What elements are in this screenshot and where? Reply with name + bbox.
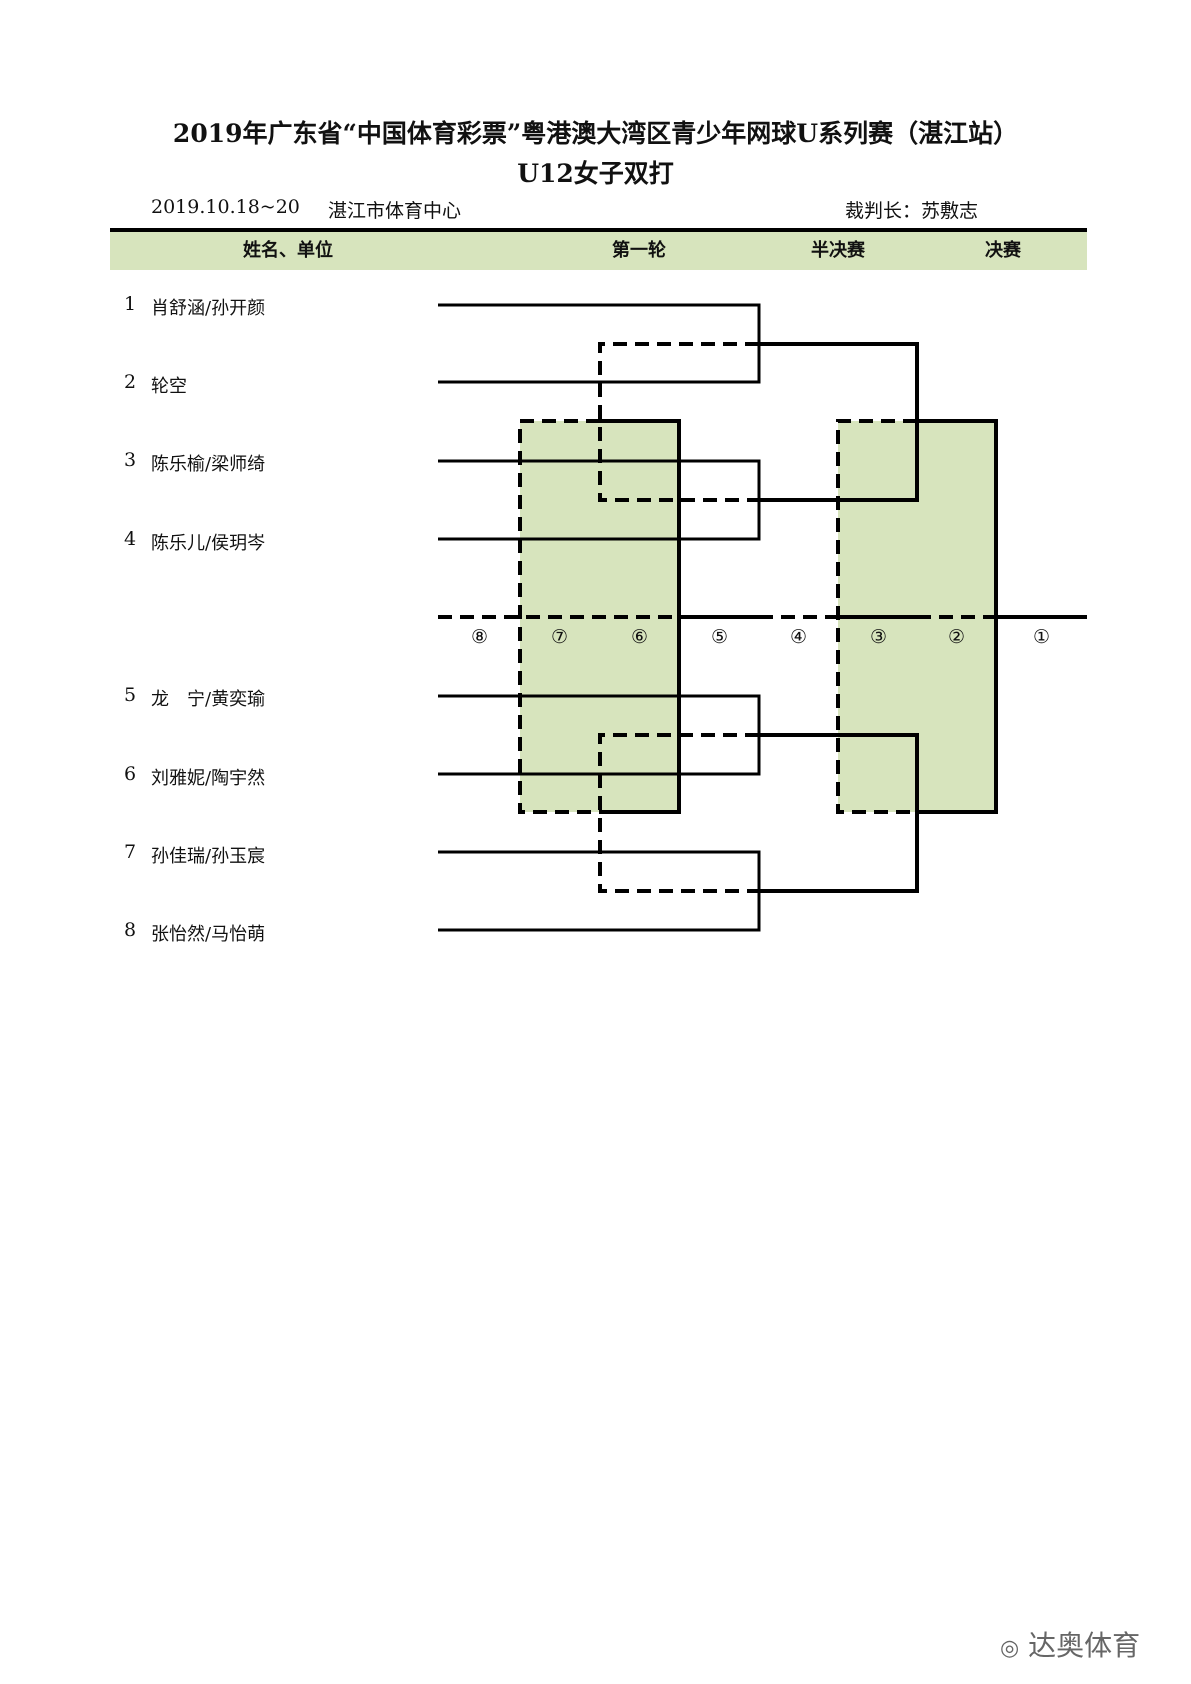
court-number: ① [1033,626,1051,648]
court-number: ② [948,626,966,648]
watermark: ◎ 达奥体育 [1000,1624,1140,1664]
player-seed: 1 [124,293,137,315]
player-seed: 7 [124,841,137,863]
watermark-text: 达奥体育 [1028,1629,1141,1662]
page-title: 2019年广东省“中国体育彩票”粤港澳大湾区青少年网球U系列赛（湛江站） [172,119,1019,148]
player-seed: 4 [124,528,137,550]
page-subtitle: U12女子双打 [517,159,674,188]
referee: 裁判长：苏敷志 [845,200,979,222]
player-name: 轮空 [151,376,187,397]
player-seed: 8 [124,919,137,941]
player-name: 龙 宁/黄奕瑜 [151,689,266,710]
wechat-icon: ◎ [1000,1636,1020,1661]
court-number: ③ [870,626,888,648]
player-seed: 3 [124,449,137,471]
player-seed: 6 [124,763,137,785]
header-round1: 第一轮 [612,240,666,261]
player-name: 陈乐榆/梁师绮 [151,454,266,475]
player-seed: 2 [124,371,137,393]
court-number: ⑥ [631,626,649,648]
player-seed: 5 [124,684,137,706]
header-semi: 半决赛 [811,240,865,261]
player-name: 陈乐儿/侯玥岑 [151,533,266,554]
player-name: 孙佳瑞/孙玉宸 [151,846,266,867]
event-venue: 湛江市体育中心 [328,200,462,222]
player-name: 张怡然/马怡萌 [151,924,266,945]
court-number: ⑤ [711,626,729,648]
player-name: 肖舒涵/孙开颜 [151,298,266,319]
court-number: ④ [790,626,808,648]
court-number: ⑦ [551,626,569,648]
court-number: ⑧ [471,626,489,648]
header-final: 决赛 [985,240,1021,261]
header-bar [110,228,1087,270]
header-name: 姓名、单位 [243,240,333,261]
event-date: 2019.10.18~20 [151,196,300,218]
player-name: 刘雅妮/陶宇然 [151,768,266,789]
